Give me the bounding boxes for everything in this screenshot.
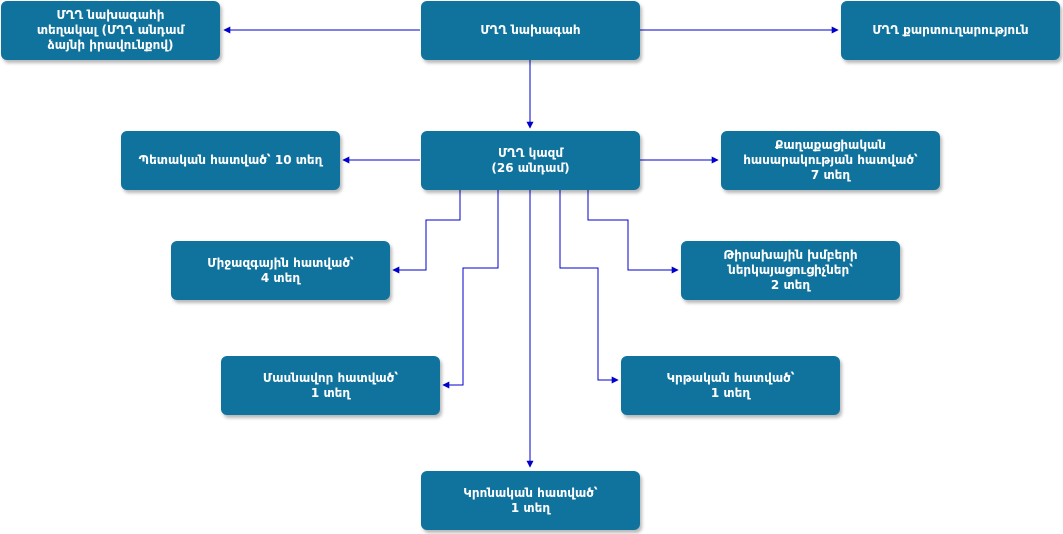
node-education-sector-label: Կրթական հատված՝ 1 տեղ <box>666 370 795 400</box>
node-religious-sector: Կրոնական հատված՝ 1 տեղ <box>421 471 640 530</box>
node-head: ՄՂՂ նախագահ <box>421 1 640 60</box>
node-private-sector-label: Մասնավոր հատված՝ 1 տեղ <box>262 370 399 400</box>
node-education-sector: Կրթական հատված՝ 1 տեղ <box>621 356 840 415</box>
node-state-sector-label: Պետական հատված՝ 10 տեղ <box>138 153 323 167</box>
arrow-council-to-education <box>559 190 619 384</box>
node-staff: ՄՂՂ քարտուղարություն <box>841 1 1060 60</box>
node-religious-sector-label: Կրոնական հատված՝ 1 տեղ <box>463 485 598 515</box>
node-target-groups: Թիրախային խմբերի ներկայացուցիչներ՝ 2 տեղ <box>681 241 900 300</box>
node-private-sector: Մասնավոր հատված՝ 1 տեղ <box>221 356 440 415</box>
arrow-council-to-regional <box>587 190 679 274</box>
node-civil-society-sector-label: Քաղաքացիական հասարակության հատված՝ 7 տեղ <box>743 138 918 182</box>
node-council-label: ՄՂՂ կազմ (26 անդամ) <box>491 145 570 175</box>
node-deputy-label: ՄՂՂ նախագահի տեղակալ (ՄՂՂ անդամ ձայնի իր… <box>36 8 185 52</box>
arrow-council-to-international <box>392 190 461 274</box>
node-staff-label: ՄՂՂ քարտուղարություն <box>872 23 1029 37</box>
arrow-council-to-private <box>442 190 499 389</box>
node-international-sector-label: Միջազգային հատված՝ 4 տեղ <box>207 255 354 285</box>
node-target-groups-label: Թիրախային խմբերի ներկայացուցիչներ՝ 2 տեղ <box>723 248 858 292</box>
node-council: ՄՂՂ կազմ (26 անդամ) <box>421 131 640 190</box>
node-state-sector: Պետական հատված՝ 10 տեղ <box>121 131 340 190</box>
node-head-label: ՄՂՂ նախագահ <box>480 23 581 37</box>
node-civil-society-sector: Քաղաքացիական հասարակության հատված՝ 7 տեղ <box>721 131 940 190</box>
node-international-sector: Միջազգային հատված՝ 4 տեղ <box>171 241 390 300</box>
node-deputy: ՄՂՂ նախագահի տեղակալ (ՄՂՂ անդամ ձայնի իր… <box>1 1 220 60</box>
